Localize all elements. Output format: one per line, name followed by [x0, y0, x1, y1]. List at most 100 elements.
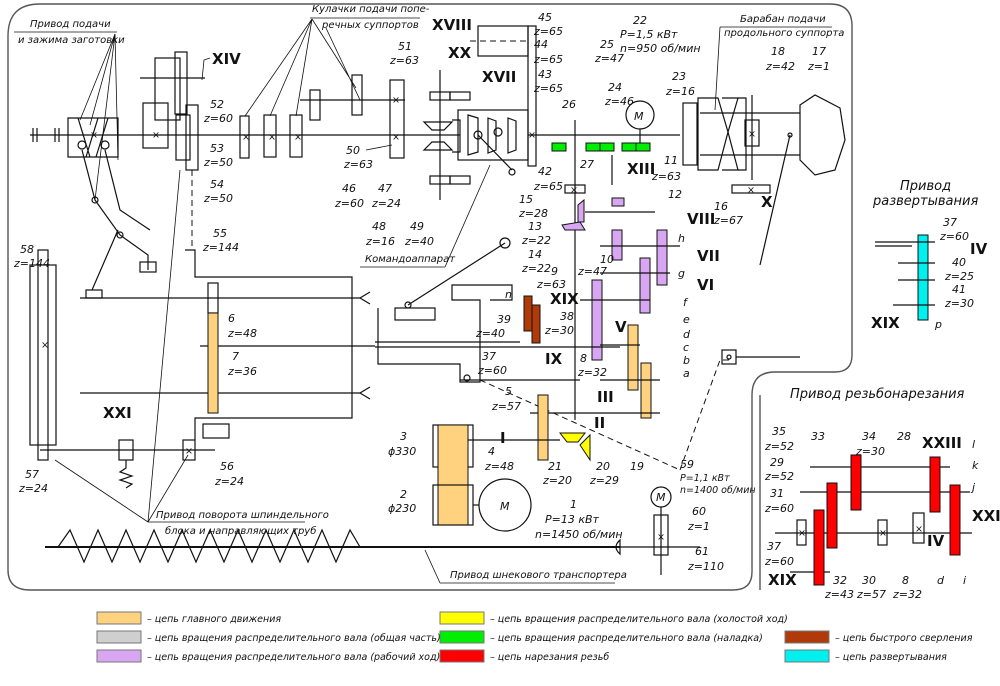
- legend-label: – цепь вращения распределительного вала …: [147, 633, 441, 644]
- longitudinal-support-drum: × ×: [682, 94, 846, 266]
- shaft-XIX-reaming: XIX: [871, 314, 900, 332]
- thread-gear-8-teeth: z=32: [892, 588, 922, 601]
- shaft-XXI: XXI: [103, 404, 132, 422]
- gear-11-number: 11: [664, 154, 678, 167]
- motor-22-number: 22: [633, 14, 647, 27]
- drum-title-2: продольного суппорта: [724, 28, 844, 39]
- gear-52-number: 52: [210, 98, 224, 111]
- thread-gear-37-teeth: z=60: [764, 555, 794, 568]
- gear-21-number: 21: [548, 460, 562, 473]
- gear-25-teeth: z=47: [594, 52, 624, 65]
- letter-c: c: [683, 341, 689, 354]
- gear-48-teeth: z=16: [365, 235, 395, 248]
- shaft-XVII: XVII: [482, 68, 516, 86]
- gear-37-teeth: z=60: [477, 364, 507, 377]
- gear-56-teeth: z=24: [214, 475, 244, 488]
- legend-label: – цепь быстрого сверления: [835, 633, 973, 644]
- gear-14-teeth: z=22: [521, 262, 551, 275]
- gear-58-number: 58: [20, 243, 34, 256]
- thread-gear-31-number: 31: [770, 487, 784, 500]
- cams-title-2: речных суппортов: [321, 20, 419, 31]
- bevel-gear-14: [561, 221, 586, 231]
- gear-10-number: 10: [600, 253, 614, 266]
- feed-clamp-title-2: и зажима заготовки: [18, 35, 125, 46]
- gear-43-teeth: z=65: [533, 82, 563, 95]
- gear-45-number: 45: [538, 11, 552, 24]
- legend-label: – цепь вращения распределительного вала …: [490, 633, 763, 644]
- gear-37-number: 37: [482, 350, 496, 363]
- gear-20-number: 20: [596, 460, 610, 473]
- letter-d: d: [683, 328, 691, 341]
- thread-gear-30-teeth: z=57: [856, 588, 886, 601]
- motor-22-symbol: M: [634, 110, 644, 123]
- gear-5-teeth: z=57: [491, 400, 521, 413]
- letter-j: j: [970, 481, 976, 494]
- reaming-gear-40-teeth: z=25: [944, 270, 974, 283]
- gear-27-number: 27: [580, 158, 594, 171]
- bevel-gear-21: [558, 432, 587, 443]
- gear-54-teeth: z=50: [203, 192, 233, 205]
- gear-39-teeth: z=40: [475, 327, 505, 340]
- pulley-3-number: 3: [400, 430, 407, 443]
- gear-38-teeth: z=30: [544, 324, 574, 337]
- gear-16-number: 16: [714, 200, 728, 213]
- motor-1-number: 1: [570, 498, 577, 511]
- letter-a: a: [683, 367, 690, 380]
- gear-43-number: 43: [538, 68, 552, 81]
- svg-text:×: ×: [294, 132, 302, 143]
- thread-gear-33-number: 33: [811, 430, 825, 443]
- gear-14-number: 14: [528, 248, 542, 261]
- gear-4-teeth: z=48: [484, 460, 514, 473]
- shaft-VI: VI: [697, 276, 714, 294]
- legend-swatch: [96, 630, 142, 644]
- motor-59-number: 59: [680, 458, 694, 471]
- svg-text:×: ×: [879, 528, 887, 539]
- gear-57-teeth: z=24: [18, 482, 48, 495]
- gear-17-teeth: z=1: [807, 60, 830, 73]
- gear-61-number: 61: [695, 545, 709, 558]
- legend-swatch: [784, 649, 830, 663]
- shaft-XIII: XIII: [627, 160, 655, 178]
- pulley-2-number: 2: [400, 488, 407, 501]
- gear-18-number: 18: [771, 45, 785, 58]
- motor-59-power: P=1,1 кВт: [680, 473, 730, 484]
- gear-39-number: 39: [497, 313, 511, 326]
- gear-47-number: 47: [378, 182, 392, 195]
- gear-49-number: 49: [410, 220, 424, 233]
- gear-51-number: 51: [398, 40, 412, 53]
- gear-8-teeth: z=32: [577, 366, 607, 379]
- svg-text:×: ×: [152, 130, 160, 141]
- gear-16-teeth: z=67: [713, 214, 743, 227]
- spindle-turn-title-1: Привод поворота шпиндельного: [156, 510, 329, 521]
- letter-l: l: [972, 438, 975, 451]
- setup-chain-gear: [635, 142, 651, 152]
- gear-61-teeth: z=110: [687, 560, 724, 573]
- gear-60-teeth: z=1: [687, 520, 710, 533]
- shaft-IV-threading: IV: [927, 532, 945, 550]
- command-apparatus-label: Командоаппарат: [365, 254, 456, 265]
- gear-4-number: 4: [488, 445, 495, 458]
- setup-chain-gear: [551, 142, 567, 152]
- shaft-X: X: [761, 193, 773, 211]
- thread-gear-29-teeth: z=52: [764, 470, 794, 483]
- gear-55-teeth: z=144: [202, 241, 239, 254]
- thread-gear-30-number: 30: [862, 574, 876, 587]
- thread-gear-31-teeth: z=60: [764, 502, 794, 515]
- shaft-XX: XX: [448, 44, 472, 62]
- motor-1-speed: n=1450 об/мин: [535, 528, 623, 541]
- gear-47-teeth: z=24: [371, 197, 401, 210]
- feed-clamp-drive: × ×: [30, 51, 460, 299]
- svg-text:×: ×: [392, 132, 400, 143]
- svg-text:×: ×: [392, 95, 400, 106]
- legend-swatch: [439, 630, 485, 644]
- thread-gear-28-number: 28: [897, 430, 911, 443]
- shaft-XIV: XIV: [212, 50, 241, 68]
- gear-15-number: 15: [519, 193, 533, 206]
- gear-45-teeth: z=65: [533, 25, 563, 38]
- gear-50-number: 50: [346, 144, 360, 157]
- letter-i: i: [963, 574, 966, 587]
- motor-59-symbol: M: [656, 491, 666, 504]
- gear-10-teeth: z=47: [577, 265, 607, 278]
- reaming-gear-41-teeth: z=30: [944, 297, 974, 310]
- legend-swatch: [439, 649, 485, 663]
